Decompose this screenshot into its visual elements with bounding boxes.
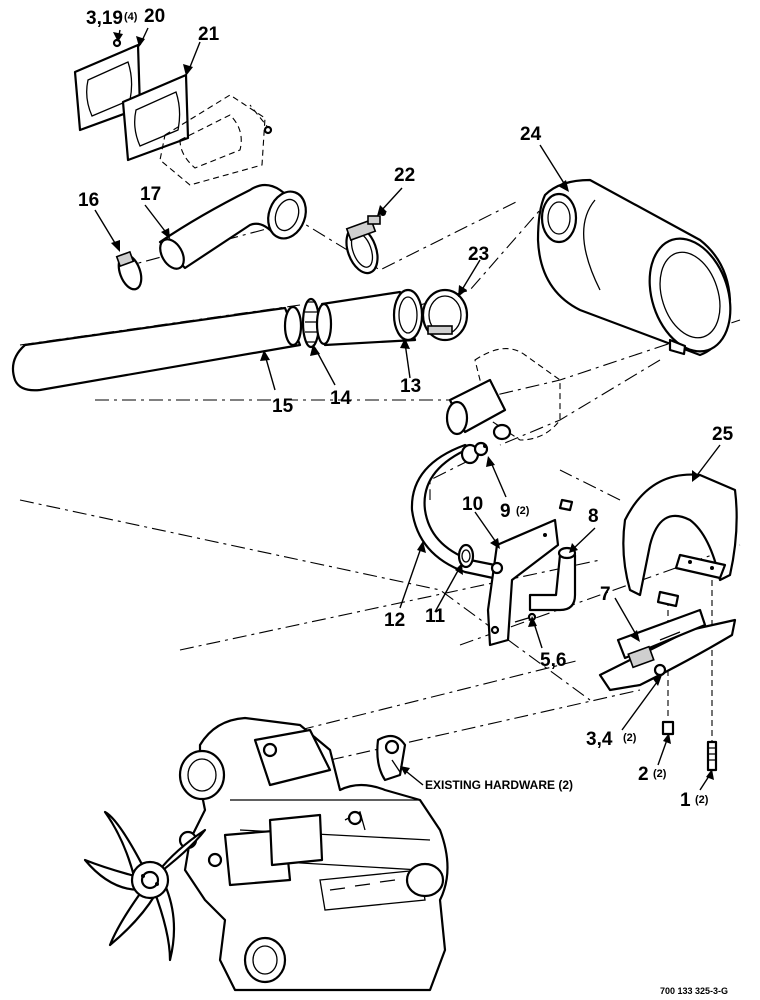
callout-1: 1	[680, 790, 691, 811]
washer-3-4	[653, 663, 667, 677]
existing-hardware-note: EXISTING HARDWARE (2)	[400, 766, 573, 792]
callout-labels: 3,19 (4) 20 21 16 17 22 24 23 15 14 13 2…	[78, 6, 734, 811]
elbow-hose-17	[158, 183, 307, 270]
callout-13: 13	[400, 376, 421, 397]
clamp-22	[345, 210, 386, 275]
callout-11: 11	[425, 606, 446, 627]
callout-22: 22	[394, 165, 415, 186]
callout-25: 25	[712, 424, 734, 445]
callout-3-19-qty: (4)	[124, 11, 138, 23]
callout-20: 20	[144, 6, 165, 27]
callout-9: 9	[500, 501, 511, 522]
callout-23: 23	[468, 244, 489, 265]
nut-2	[661, 720, 675, 736]
precleaner-housing	[445, 348, 561, 441]
callout-10: 10	[462, 494, 483, 515]
bolt-1	[706, 740, 718, 772]
strap-25	[622, 473, 738, 608]
grommet-11	[457, 543, 475, 569]
hose-13	[315, 288, 424, 347]
callout-16: 16	[78, 190, 99, 211]
callout-1-qty: (2)	[695, 794, 709, 806]
callout-15: 15	[272, 396, 294, 417]
mount-bracket-7	[598, 608, 737, 692]
inlet-tube-15	[11, 305, 303, 392]
engine-flange	[159, 94, 273, 186]
clamp-9	[473, 441, 489, 457]
callout-2-qty: (2)	[653, 768, 667, 780]
figure-id: 700 133 325-3-G	[660, 986, 728, 996]
callout-12: 12	[384, 610, 405, 631]
callout-24: 24	[520, 124, 542, 145]
callout-14: 14	[330, 388, 352, 409]
callout-7: 7	[600, 584, 611, 605]
callout-3-19: 3,19	[86, 8, 123, 29]
callout-17: 17	[140, 184, 161, 205]
engine-block	[178, 716, 449, 992]
cooling-fan	[83, 810, 207, 962]
elbow-8	[528, 498, 577, 612]
callout-3-4: 3,4	[586, 729, 613, 750]
clamp-23	[421, 288, 469, 342]
callout-21: 21	[198, 24, 220, 45]
leader-arrows	[111, 32, 714, 780]
air-cleaner-24	[536, 178, 732, 357]
callout-5-6: 5,6	[540, 650, 566, 671]
callout-8: 8	[588, 506, 599, 527]
existing-hardware-label: EXISTING HARDWARE (2)	[425, 778, 573, 792]
clamp-14	[301, 297, 321, 349]
clamp-16	[115, 250, 143, 291]
callout-3-4-qty: (2)	[623, 732, 637, 744]
gasket-21	[121, 73, 190, 162]
callout-2: 2	[638, 764, 649, 785]
bracket-10	[486, 518, 560, 647]
callout-9-qty: (2)	[516, 505, 530, 517]
